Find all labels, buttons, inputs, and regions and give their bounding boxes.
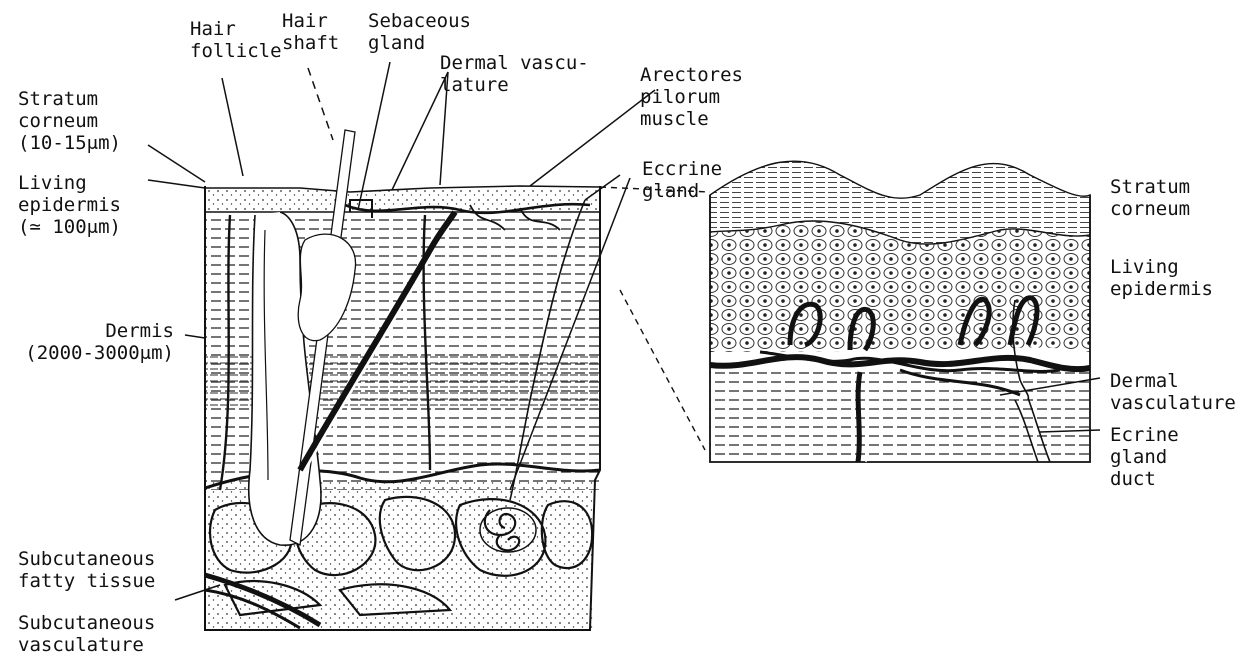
label-hair-follicle: Hair follicle: [190, 18, 282, 62]
right-skin-block: [710, 161, 1090, 462]
label-dermal-vasculature-right: Dermal vasculature: [1110, 370, 1236, 414]
label-sebaceous-gland: Sebaceous gland: [368, 10, 471, 54]
label-arectores-pilorum: Arectores pilorum muscle: [640, 64, 743, 130]
label-stratum-corneum-right: Stratum corneum: [1110, 176, 1190, 220]
label-dermal-vasculature-left: Dermal vascu- lature: [440, 52, 589, 96]
label-hair-shaft: Hair shaft: [282, 10, 339, 54]
descending-vessel: [858, 372, 860, 462]
left-skin-block: [205, 130, 600, 630]
label-subcutaneous-fatty-tissue: Subcutaneous fatty tissue: [18, 548, 155, 592]
label-living-epidermis-left: Living epidermis (≃ 100μm): [18, 172, 121, 238]
label-subcutaneous-vasculature: Subcutaneous vasculature: [18, 612, 155, 656]
label-dermis: Dermis (2000-3000μm): [4, 320, 174, 364]
label-eccrine-gland: Eccrine gland: [642, 158, 722, 202]
label-ecrine-gland-duct: Ecrine gland duct: [1110, 424, 1179, 490]
label-stratum-corneum-left: Stratum corneum (10-15μm): [18, 88, 121, 154]
label-living-epidermis-right: Living epidermis: [1110, 256, 1213, 300]
magnification-guides: [600, 187, 710, 450]
